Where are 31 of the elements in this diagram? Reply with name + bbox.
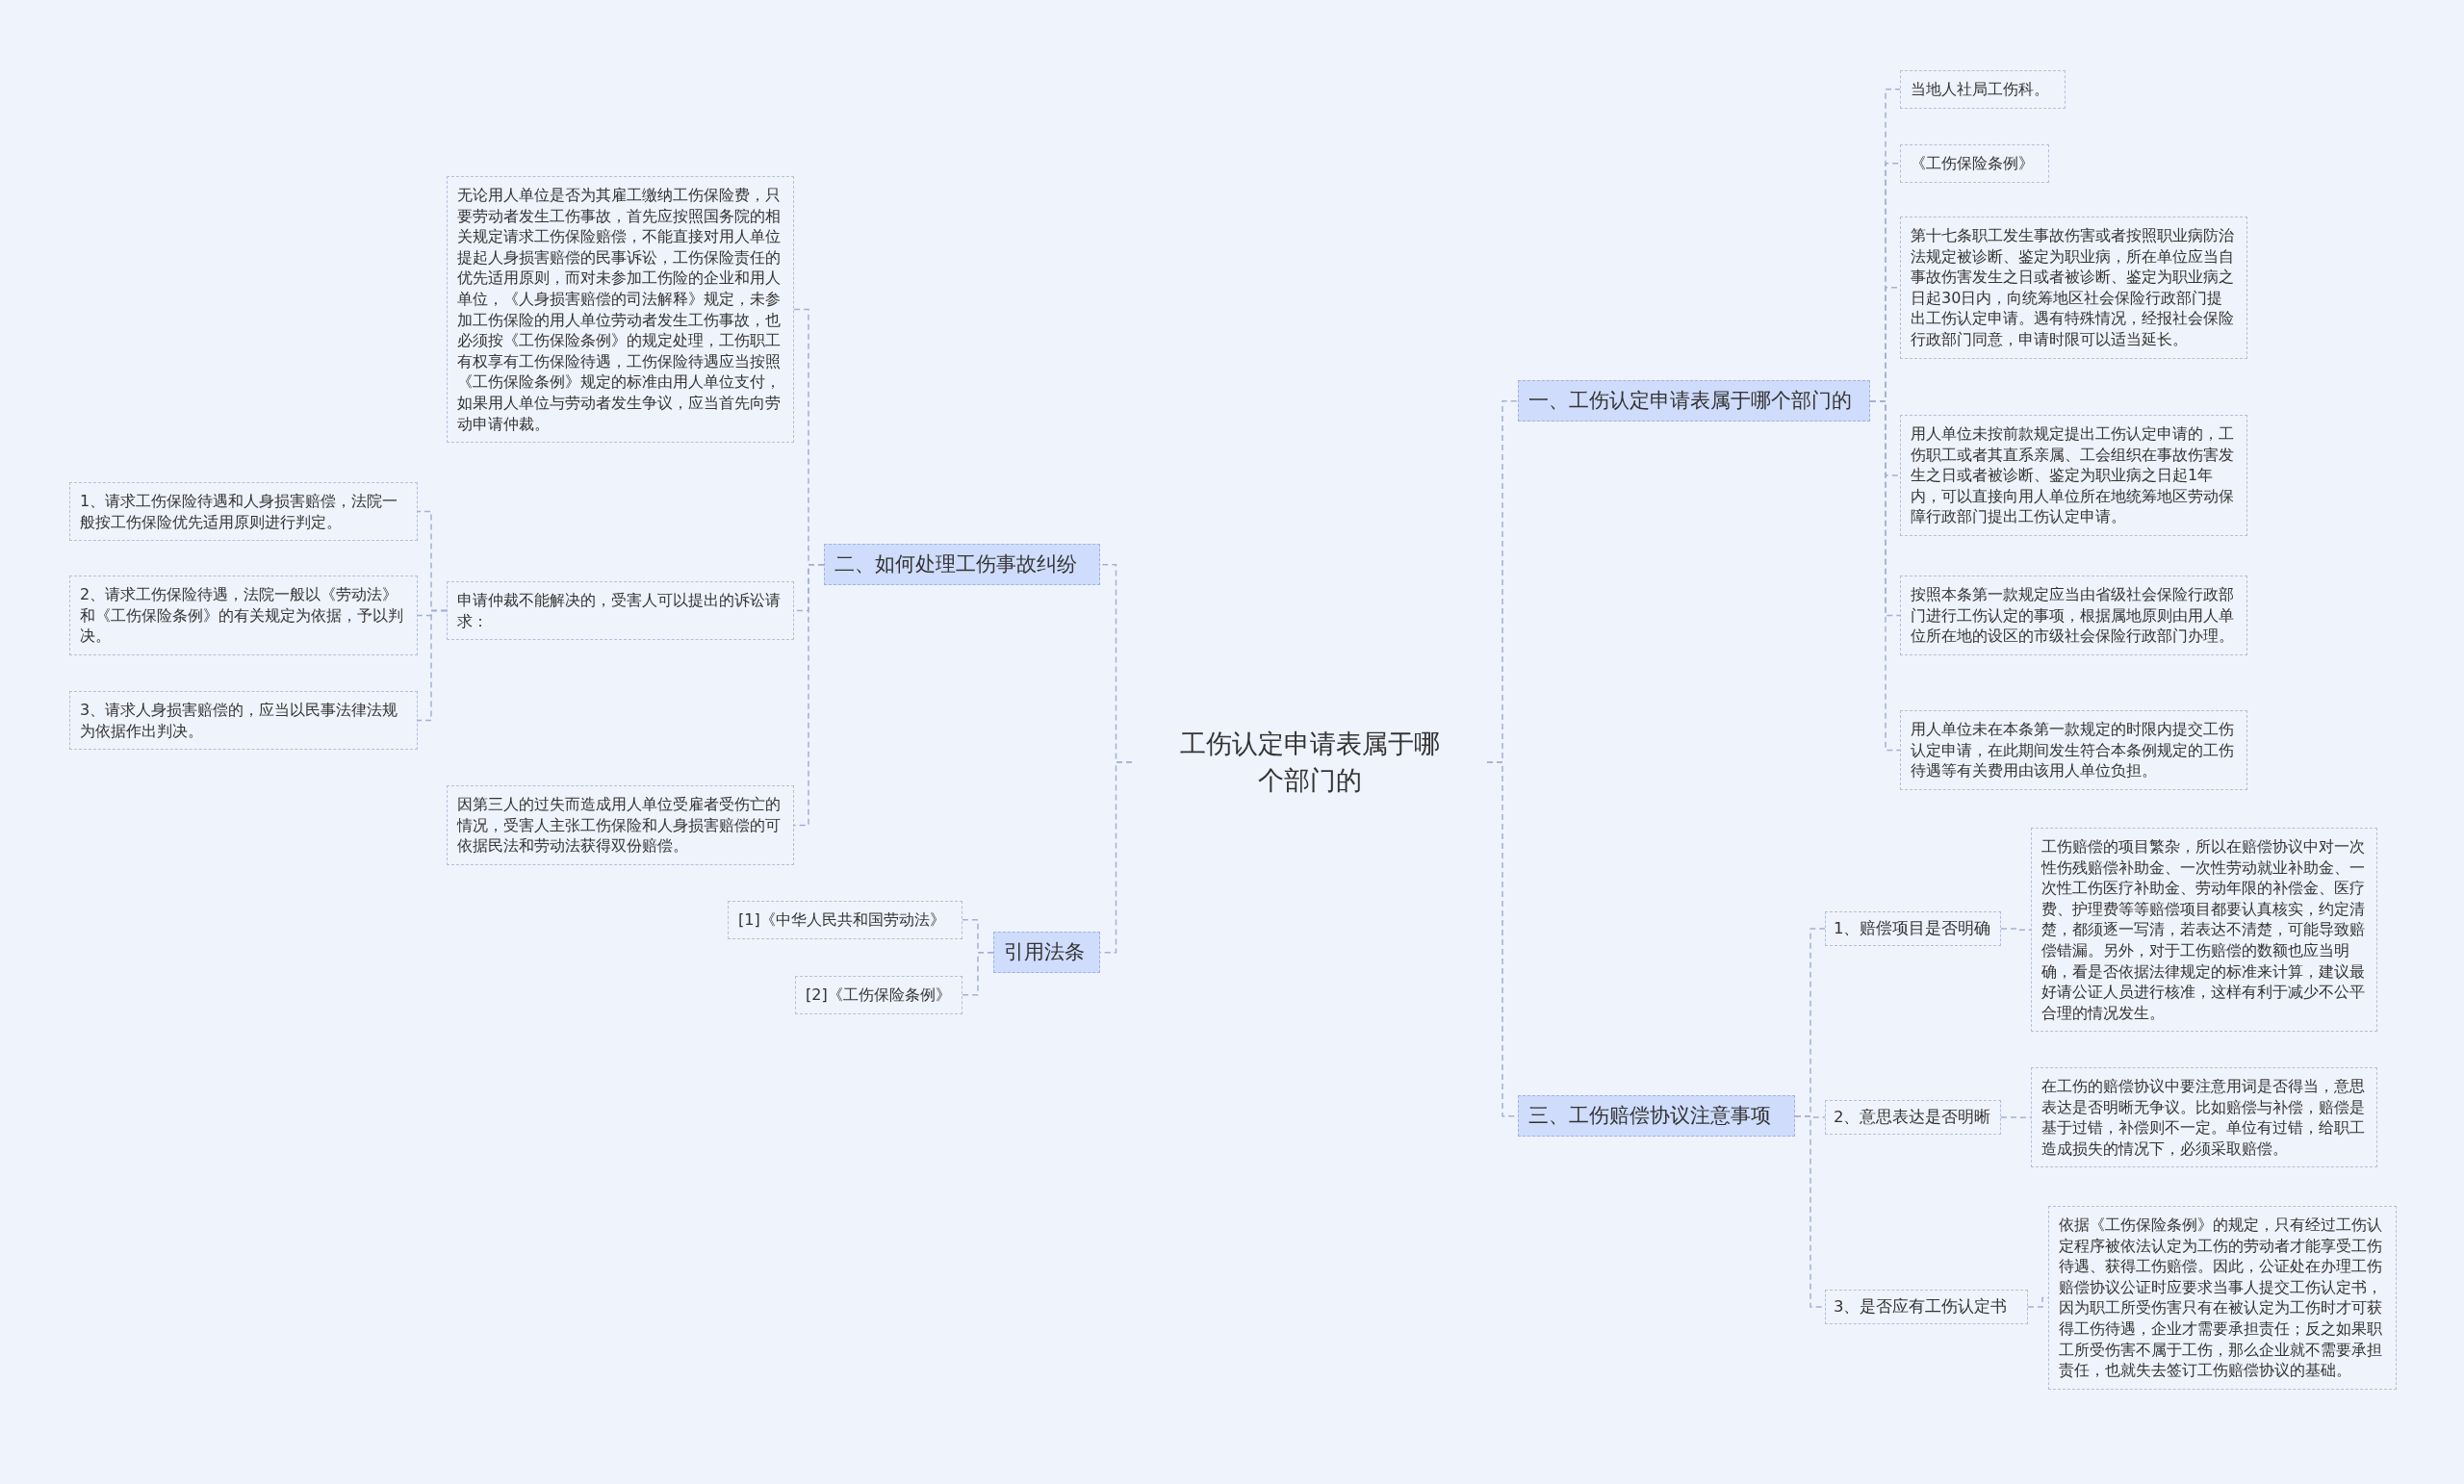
note-card: 在工伤的赔偿协议中要注意用词是否得当，意思表达是否明晰无争议。比如赔偿与补偿，赔偿是基于过错，补偿则不一定。单位有过错，给职工造成损失的情况下，必须采取赔偿。 <box>2031 1067 2377 1168</box>
connector-line <box>2000 928 2032 931</box>
connector-line <box>417 609 448 722</box>
note-card: 无论用人单位是否为其雇工缴纳工伤保险费，只要劳动者发生工伤事故，首先应按照国务院的相关规定请求工伤保险赔偿，不能直接对用人单位提起人身损害赔偿的民事诉讼，工伤保险责任的优先适用原则，而对未参加工伤险的企业和用人单位，《人身损害赔偿的司法解释》规定，未参加工伤保险的用人单位劳动者发生工伤事故，也必须按《工伤保险条例》的规定处理，工伤职工有权享有工伤保险待遇，工伤保险待遇应当按照《工伤保险条例》规定的标准由用人单位支付，如果用人单位与劳动者发生争议，应当首先向劳动申请仲裁。 <box>447 176 794 444</box>
note-card: 用人单位未在本条第一款规定的时限内提交工伤认定申请，在此期间发生符合本条例规定的工伤待遇等有关费用由该用人单位负担。 <box>1900 710 2247 790</box>
subtopic-card: 1、赔偿项目是否明确 <box>1825 911 2001 946</box>
branch-topic: 引用法条 <box>993 932 1100 974</box>
branch-topic: 三、工伤赔偿协议注意事项 <box>1518 1095 1795 1138</box>
note-card: 3、请求人身损害赔偿的，应当以民事法律法规为依据作出判决。 <box>69 691 418 751</box>
note-card: 按照本条第一款规定应当由省级社会保险行政部门进行工伤认定的事项，根据属地原则由用人单位所在地的设区的市级社会保险行政部门办理。 <box>1900 576 2247 655</box>
note-card: [2]《工伤保险条例》 <box>795 976 962 1014</box>
subtopic-card: 2、意思表达是否明晰 <box>1825 1100 2001 1135</box>
branch-topic: 二、如何处理工伤事故纠纷 <box>824 544 1100 586</box>
note-card: 第十七条职工发生事故伤害或者按照职业病防治法规定被诊断、鉴定为职业病，所在单位应当自事故伤害发生之日或者被诊断、鉴定为职业病之日起30日内，向统筹地区社会保险行政部门提出工伤认定申请。遇有特殊情况，经报社会保险行政部门同意，申请时限可以适当延长。 <box>1900 217 2247 359</box>
central-topic: 工伤认定申请表属于哪个部门的 <box>1132 710 1487 814</box>
note-card: 依据《工伤保险条例》的规定，只有经过工伤认定程序被依法认定为工伤的劳动者才能享受工伤待遇、获得工伤赔偿。因此，公证处在办理工伤赔偿协议公证时应要求当事人提交工伤认定书，因为职工所受伤害只有在被认定为工伤时才可获得工伤待遇，企业才需要承担责任；反之如果职工所受伤害不属于工伤，那么企业就不需要承担责任，也就失去签订工伤赔偿协议的基础。 <box>2048 1206 2397 1390</box>
note-card: 当地人社局工伤科。 <box>1900 70 2066 109</box>
note-card: 因第三人的过失而造成用人单位受雇者受伤亡的情况，受害人主张工伤保险和人身损害赔偿的可依据民法和劳动法获得双份赔偿。 <box>447 785 794 865</box>
note-card: 1、请求工伤保险待遇和人身损害赔偿，法院一般按工伤保险优先适用原则进行判定。 <box>69 482 418 542</box>
connector-line <box>793 563 825 827</box>
branch-topic: 一、工伤认定申请表属于哪个部门的 <box>1518 380 1870 422</box>
note-card: 《工伤保险条例》 <box>1900 144 2049 183</box>
note-card: 申请仲裁不能解决的，受害人可以提出的诉讼请求： <box>447 581 794 641</box>
connector-line <box>2027 1296 2049 1308</box>
note-card: [1]《中华人民共和国劳动法》 <box>728 901 962 939</box>
subtopic-card: 3、是否应有工伤认定书 <box>1825 1290 2028 1324</box>
note-card: 工伤赔偿的项目繁杂，所以在赔偿协议中对一次性伤残赔偿补助金、一次性劳动就业补助金、一次性工伤医疗补助金、劳动年限的补偿金、医疗费、护理费等等赔偿项目都要认真核实，约定清楚，都须逐一写清，若表达不清楚，可能导致赔偿错漏。另外，对于工伤赔偿的数额也应当明确，看是否依据法律规定的标准来计算，建议最好请公证人员进行核准，这样有利于减少不公平合理的情况发生。 <box>2031 828 2377 1033</box>
note-card: 用人单位未按前款规定提出工伤认定申请的，工伤职工或者其直系亲属、工会组织在事故伤害发生之日或者被诊断、鉴定为职业病之日起1年内，可以直接向用人单位所在地统筹地区劳动保障行政部门提出工伤认定申请。 <box>1900 415 2247 536</box>
connector-line <box>2000 1116 2032 1118</box>
connector-line <box>962 951 994 996</box>
note-card: 2、请求工伤保险待遇，法院一般以《劳动法》和《工伤保险条例》的有关规定为依据，予以判决。 <box>69 576 418 655</box>
